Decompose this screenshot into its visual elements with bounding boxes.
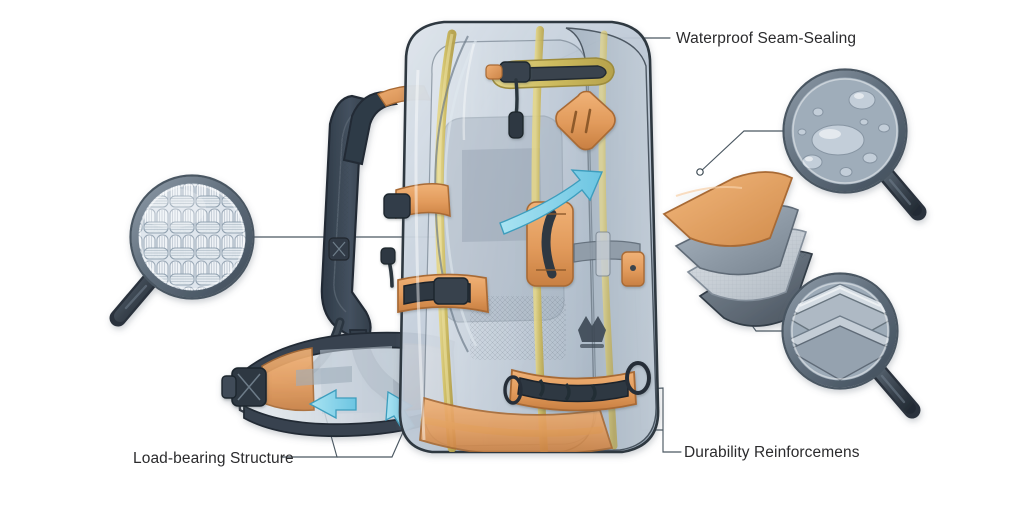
- base-daisy-chain: [503, 361, 651, 412]
- leather-diamond-patch: [555, 90, 616, 151]
- shell-anchor-tab: [621, 251, 645, 287]
- magnifier-woven-fabric: [109, 174, 255, 327]
- callout-label-durability: Durability Reinforcemens: [684, 444, 860, 461]
- airflow-arrow: [499, 169, 604, 235]
- callout-label-load-bearing: Load-bearing Structure: [133, 450, 294, 467]
- top-lid-zipper: [485, 57, 615, 139]
- material-layer-stack: [662, 171, 814, 327]
- compression-strap-upper: [383, 183, 451, 220]
- callout-label-waterproof: Waterproof Seam-Sealing: [676, 30, 857, 47]
- magnifier-handle-icon: [875, 163, 927, 221]
- magnifier-chevron-layers: [781, 272, 921, 419]
- brand-logo-mark: [578, 316, 606, 348]
- magnifier-handle-icon: [109, 269, 161, 327]
- magnifier-water-droplets: [782, 68, 927, 221]
- compression-strap-buckle: [380, 247, 489, 314]
- pack-shell: [380, 20, 660, 454]
- magnifier-handle-icon: [867, 359, 921, 419]
